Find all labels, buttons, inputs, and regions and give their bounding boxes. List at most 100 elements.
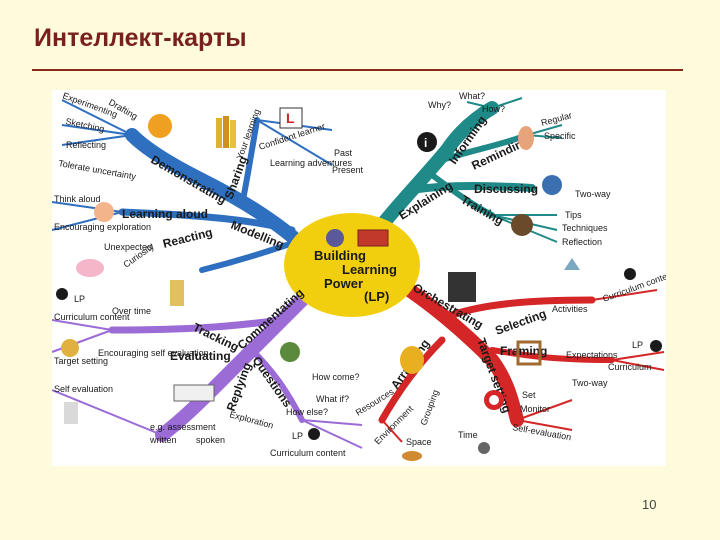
cd-icon-3: [56, 288, 68, 300]
reply-card-icon: [173, 384, 215, 402]
branch-tracking-trunk: [108, 316, 286, 334]
label-techniques: Techniques: [562, 223, 608, 233]
label-exploration: Exploration: [228, 409, 274, 430]
label-target-setting-left: Target setting: [54, 356, 108, 366]
branch-training-trunk: [429, 172, 495, 218]
info-icon-glyph: i: [424, 136, 427, 150]
questions-person-icon: [280, 342, 300, 362]
branch-commentating: Commentating: [235, 286, 307, 353]
center-line4: (LP): [364, 289, 389, 304]
books-icon: [216, 116, 236, 148]
label-encouraging-self-evaluation: Encouraging self evaluation: [98, 348, 209, 358]
branch-learning-aloud: Learning aloud: [122, 207, 208, 221]
branch-framing: Framing: [500, 344, 547, 358]
label-how-come: How come?: [312, 372, 360, 382]
branch-questions: Questions: [250, 354, 295, 410]
label-reflecting: Reflecting: [66, 140, 106, 150]
branch-selecting: Selecting: [493, 306, 548, 337]
discussion-people-icon: [542, 175, 562, 195]
branch-commentating-trunk: [155, 283, 319, 442]
info-icon: [417, 132, 437, 152]
label-two-way-top: Two-way: [575, 189, 611, 199]
label-lp-right: LP: [632, 340, 643, 350]
branch-evaluating: Evaluating: [170, 349, 231, 363]
flying-pig-icon: [76, 259, 104, 277]
label-monitor: Monitor: [520, 404, 550, 414]
l-plate-letter: L: [286, 110, 295, 126]
label-learning-adventures: Learning adventures: [270, 158, 353, 168]
title-divider: [32, 69, 683, 71]
leaf-strokes: [52, 97, 665, 449]
label-self-evaluation: Self evaluation: [54, 384, 113, 394]
label-activities: Activities: [552, 304, 588, 314]
label-space: Space: [406, 437, 432, 447]
smiley-target-icon: [61, 339, 79, 357]
branch-sharing-trunk: [239, 117, 260, 208]
mind-map-drawing: Building Learning Power (LP) Informing E…: [52, 90, 666, 461]
label-encouraging-exploration: Encouraging exploration: [54, 222, 151, 232]
branch-questions-trunk: [249, 347, 305, 423]
label-expectations: Expectations: [566, 350, 618, 360]
label-e-g-assessment: e.g. assessment: [150, 422, 216, 432]
label-how: How?: [482, 104, 505, 114]
label-over-time: Over time: [112, 306, 151, 316]
thinking-child-icon: [94, 202, 114, 222]
branch-reacting: Reacting: [161, 225, 214, 251]
branch-orchestrating-trunk: [395, 278, 524, 427]
label-tips: Tips: [565, 210, 582, 220]
label-past: Past: [334, 148, 353, 158]
branch-learning-aloud-trunk: [118, 208, 296, 234]
builder-icon: [326, 229, 344, 247]
label-lp-left: LP: [74, 294, 85, 304]
l-plate-icon: L: [279, 107, 303, 129]
center-line1: Building: [314, 248, 366, 263]
burger-icon: [402, 451, 422, 461]
cd-icon-4: [308, 428, 320, 440]
branch-discussing: Discussing: [474, 182, 538, 196]
label-curriculum: Curriculum: [608, 362, 652, 372]
label-why: Why?: [428, 100, 451, 110]
target-icon-inner: [489, 395, 499, 405]
hourglass-doodle-icon: [64, 402, 78, 424]
branch-arranging-trunk: [378, 336, 446, 424]
label-spoken: spoken: [196, 435, 225, 445]
center-line2: Learning: [342, 262, 397, 277]
label-what: What?: [459, 91, 485, 101]
center-line3: Power: [324, 276, 363, 291]
label-unexpected: Unexpected: [104, 242, 152, 252]
mind-map: Building Learning Power (LP) Informing E…: [52, 90, 666, 466]
label-two-way-right: Two-way: [572, 378, 608, 388]
label-lp-bottom: LP: [292, 431, 303, 441]
label-curriculum-content-left: Curriculum content: [54, 312, 130, 322]
page-number: 10: [642, 497, 657, 512]
label-present: Present: [332, 165, 364, 175]
label-tolerate-uncertainty: Tolerate uncertainty: [58, 158, 138, 182]
label-set: Set: [522, 390, 536, 400]
training-people-icon: [511, 214, 533, 236]
branch-discussing-trunk: [408, 181, 536, 194]
branch-training: Training: [459, 192, 506, 227]
label-time: Time: [458, 430, 478, 440]
label-what-if: What if?: [316, 394, 349, 404]
label-specific: Specific: [544, 131, 576, 141]
label-grouping: Grouping: [418, 388, 440, 426]
clock-icon: [478, 442, 490, 454]
cd-icon-2: [650, 340, 662, 352]
label-how-else: How else?: [286, 407, 328, 417]
label-think-aloud: Think aloud: [54, 194, 101, 204]
branch-selecting-trunk: [448, 296, 596, 319]
label-regular: Regular: [540, 110, 573, 128]
label-reflection: Reflection: [562, 237, 602, 247]
flower-pot-icon: [400, 346, 424, 374]
frame-icon: [516, 340, 542, 366]
cd-icon-1: [624, 268, 636, 280]
ruler-circle-icon: [148, 114, 172, 138]
ladder-icon: [170, 280, 184, 306]
brick-wall-icon: [357, 229, 389, 247]
label-curriculum-content-bottom: Curriculum content: [270, 448, 346, 458]
label-your-learning: Your learning: [234, 108, 261, 161]
rocket-icon: [564, 258, 580, 270]
orchestra-card-icon: [448, 272, 476, 302]
slide-title: Интеллект-карты: [34, 24, 247, 52]
branch-informing-trunk: [375, 101, 499, 232]
